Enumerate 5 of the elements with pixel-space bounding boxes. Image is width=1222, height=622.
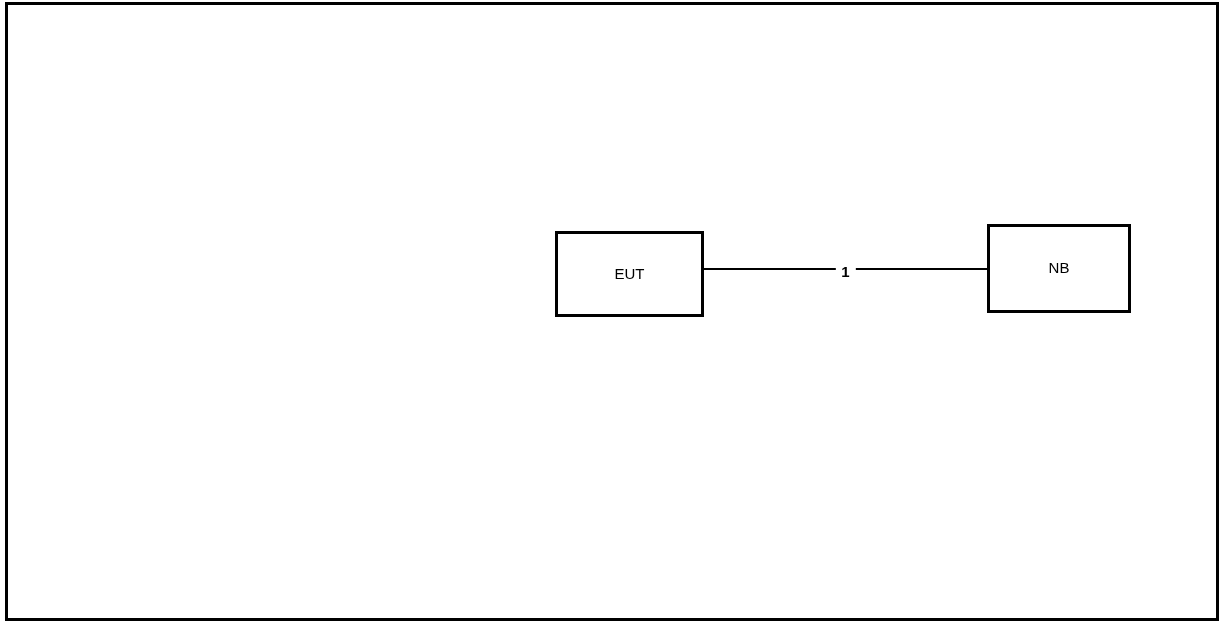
- connector-line: [703, 268, 988, 270]
- process-box: [987, 224, 1131, 313]
- process-box: [555, 231, 704, 317]
- box-label: NB: [1048, 258, 1070, 279]
- box-label: EUT: [614, 263, 645, 284]
